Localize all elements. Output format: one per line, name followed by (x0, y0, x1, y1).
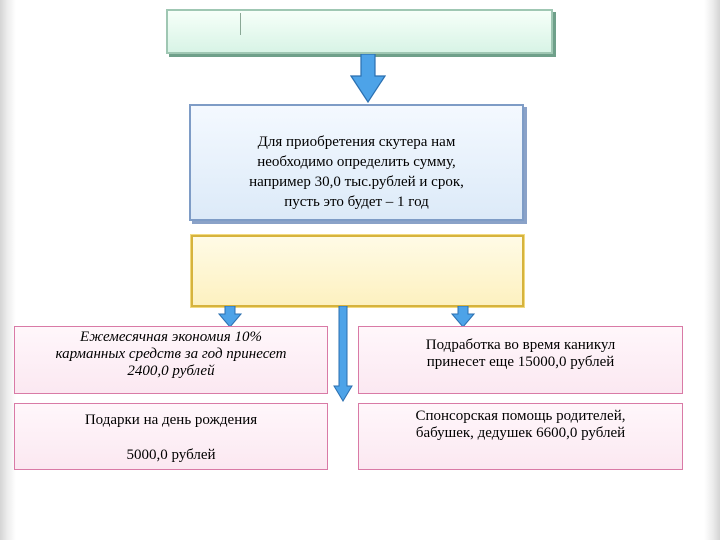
right-edge-decoration (704, 0, 720, 540)
source-box-sponsorship: Спонсорская помощь родителей, бабушек, д… (358, 403, 683, 470)
goal-line: пусть это будет – 1 год (284, 193, 429, 210)
source-line: Ежемесячная экономия 10% (80, 329, 262, 345)
source-box-summer-job: Подработка во время каникул принесет еще… (358, 326, 683, 394)
source-box-savings: Ежемесячная экономия 10% карманных средс… (14, 326, 328, 394)
source-line: Подработка во время каникул (425, 337, 616, 353)
goal-line: Для приобретения скутера нам (257, 133, 456, 150)
goal-line: необходимо определить сумму, (257, 153, 456, 170)
arrow-down-icon (333, 306, 353, 402)
top-heading-box (166, 9, 553, 54)
arrow-down-icon (350, 54, 386, 104)
text-cursor-mark (240, 13, 241, 35)
sources-heading-box (191, 235, 524, 307)
source-line: Подарки на день рождения (84, 412, 258, 428)
left-edge-decoration (0, 0, 16, 540)
goal-line: например 30,0 тыс.рублей и срок, (249, 173, 464, 190)
arrow-down-icon (451, 306, 475, 328)
source-line: принесет еще 15000,0 рублей (426, 354, 615, 370)
source-line: 5000,0 рублей (126, 447, 216, 463)
source-line: 2400,0 рублей (127, 363, 215, 379)
source-line: Спонсорская помощь родителей, (415, 408, 626, 424)
arrow-down-icon (218, 306, 242, 328)
goal-box: Для приобретения скутера нам необходимо … (189, 104, 524, 221)
source-line: бабушек, дедушек 6600,0 рублей (415, 425, 626, 441)
source-box-birthday-gifts: Подарки на день рождения 5000,0 рублей (14, 403, 328, 470)
source-line: карманных средств за год принесет (55, 346, 287, 362)
